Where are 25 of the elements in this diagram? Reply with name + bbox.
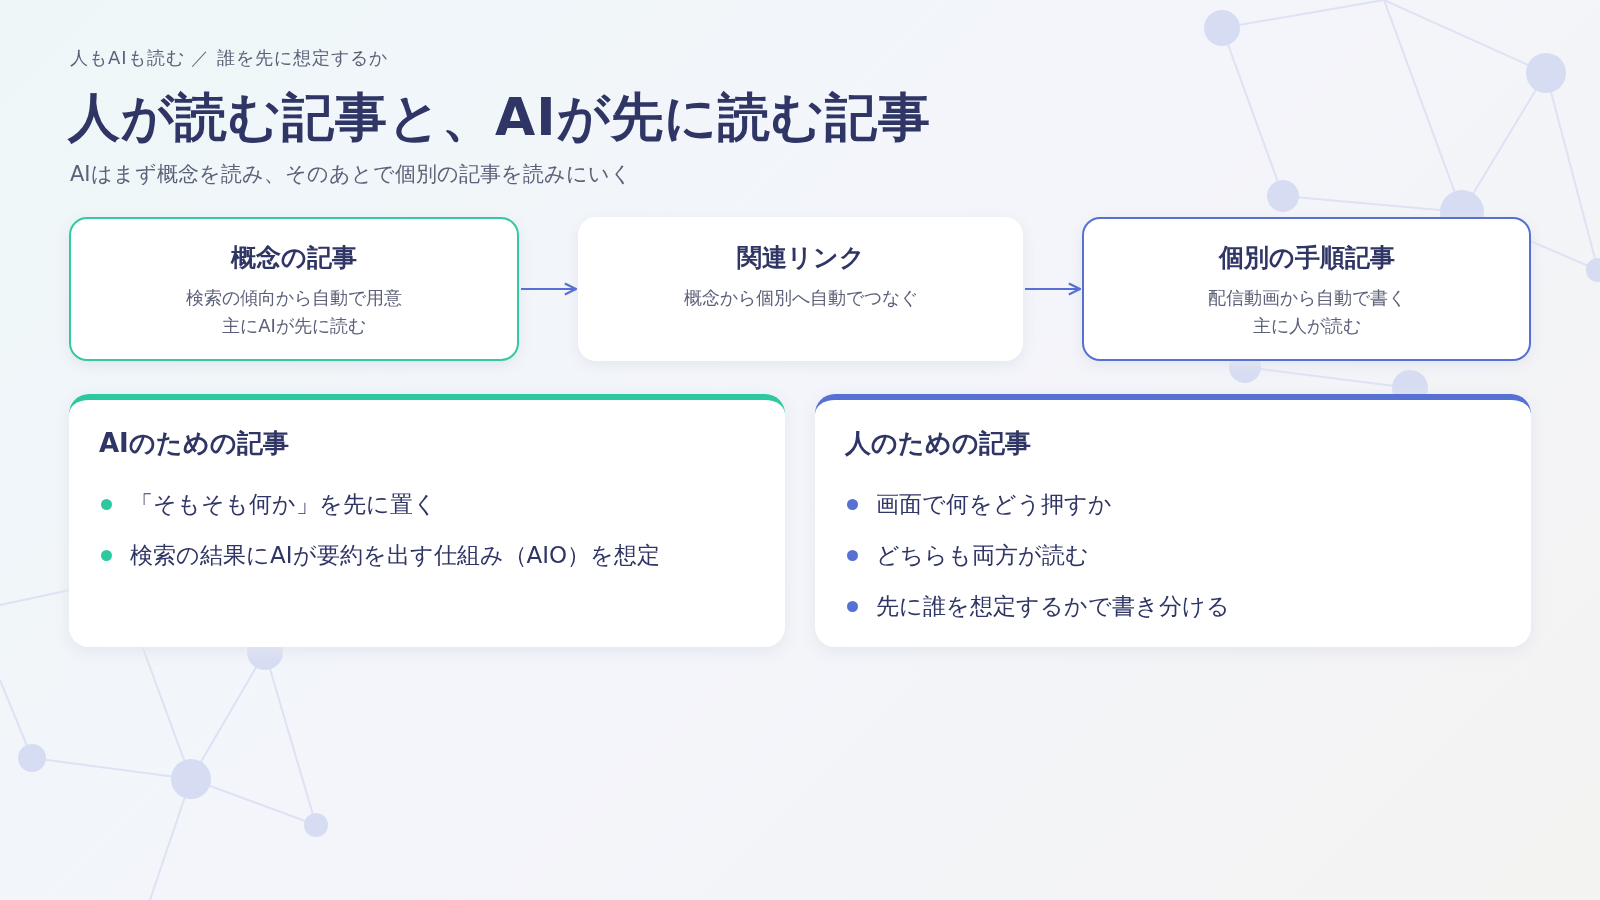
box-text: 配信動画から自動で書く	[1206, 286, 1407, 310]
box-text: 主に人が読む	[1251, 314, 1362, 338]
process-box	[1082, 217, 1531, 361]
subtitle: AIはまず概念を読み、そのあとで個別の記事を読みにいく	[70, 161, 632, 188]
box-text: 主にAIが先に読む	[221, 314, 367, 338]
kicker-text: 人もAIも読む ／ 誰を先に想定するか	[70, 46, 389, 70]
bullet-text: どちらも両方が読む	[876, 541, 1089, 570]
bullet-text: 画面で何をどう押すか	[876, 490, 1112, 519]
title: 人が読む記事と、AIが先に読む記事	[68, 86, 931, 149]
box-heading: 概念の記事	[229, 242, 358, 274]
bullet-text: 先に誰を想定するかで書き分ける	[876, 592, 1230, 621]
box-heading: 関連リンク	[735, 242, 866, 274]
box-text: 概念から個別へ自動でつなぐ	[682, 286, 919, 310]
card-heading: 人のための記事	[845, 427, 1032, 460]
box-text: 検索の傾向から自動で用意	[185, 286, 403, 310]
box-heading: 個別の手順記事	[1217, 242, 1396, 274]
process-box	[578, 217, 1023, 361]
bullet-text: 検索の結果にAIが要約を出す仕組み（AIO）を想定	[130, 541, 661, 570]
bullet-text: 「そもそも何か」を先に置く	[130, 490, 437, 519]
arrow	[520, 282, 578, 296]
card-heading: AIのための記事	[99, 427, 290, 460]
card	[69, 394, 785, 647]
arrow	[1024, 282, 1082, 296]
process-box	[69, 217, 519, 361]
card	[815, 394, 1531, 647]
